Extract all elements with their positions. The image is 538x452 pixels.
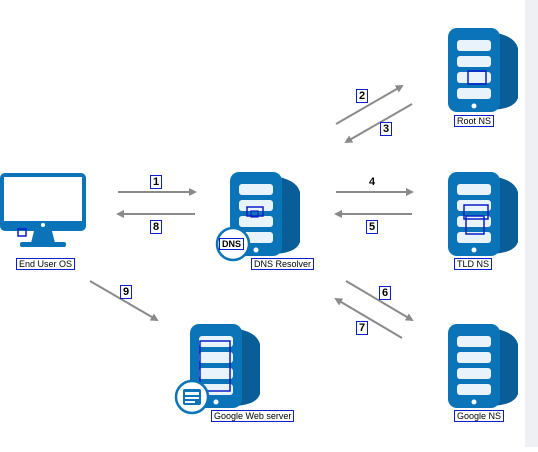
end-user-label: End User OS [16, 258, 76, 270]
google-web-highlight [199, 340, 231, 392]
tld-ns-highlight-2 [465, 215, 485, 235]
arrow-step-7 [334, 297, 403, 339]
google-ns-label: Google NS [454, 410, 505, 422]
arrow-step-9 [89, 280, 159, 322]
dns-resolver-label: DNS Resolver [251, 258, 315, 270]
tld-ns-label: TLD NS [454, 258, 493, 270]
arrow-step-6 [345, 280, 414, 322]
end-user-highlight [17, 228, 27, 237]
dns-resolver-highlight [246, 206, 264, 217]
google-web-label: Google Web server [211, 410, 295, 422]
web-page-badge-icon [174, 379, 210, 415]
tld-ns-highlight [463, 204, 489, 220]
google-ns-server-icon [448, 324, 518, 408]
dns-badge-label: DNS [219, 238, 245, 250]
step-2-label: 2 [356, 89, 368, 103]
tld-ns-server-icon [448, 172, 518, 256]
step-1-label: 1 [150, 175, 162, 189]
step-3-label: 3 [380, 122, 392, 136]
right-gutter [525, 0, 538, 447]
step-5-label: 5 [366, 220, 378, 234]
root-ns-server-icon [448, 28, 518, 112]
dns-resolver-highlight-2 [250, 210, 259, 218]
step-4-label: 4 [366, 175, 378, 189]
root-ns-highlight [467, 70, 487, 85]
arrow-step-2 [335, 85, 404, 125]
step-6-label: 6 [379, 286, 391, 300]
arrow-step-3 [344, 103, 413, 143]
step-8-label: 8 [150, 220, 162, 234]
root-ns-label: Root NS [454, 115, 495, 127]
step-9-label: 9 [120, 285, 132, 299]
end-user-monitor-icon [0, 173, 86, 247]
arrows [89, 85, 414, 339]
step-7-label: 7 [356, 321, 368, 335]
